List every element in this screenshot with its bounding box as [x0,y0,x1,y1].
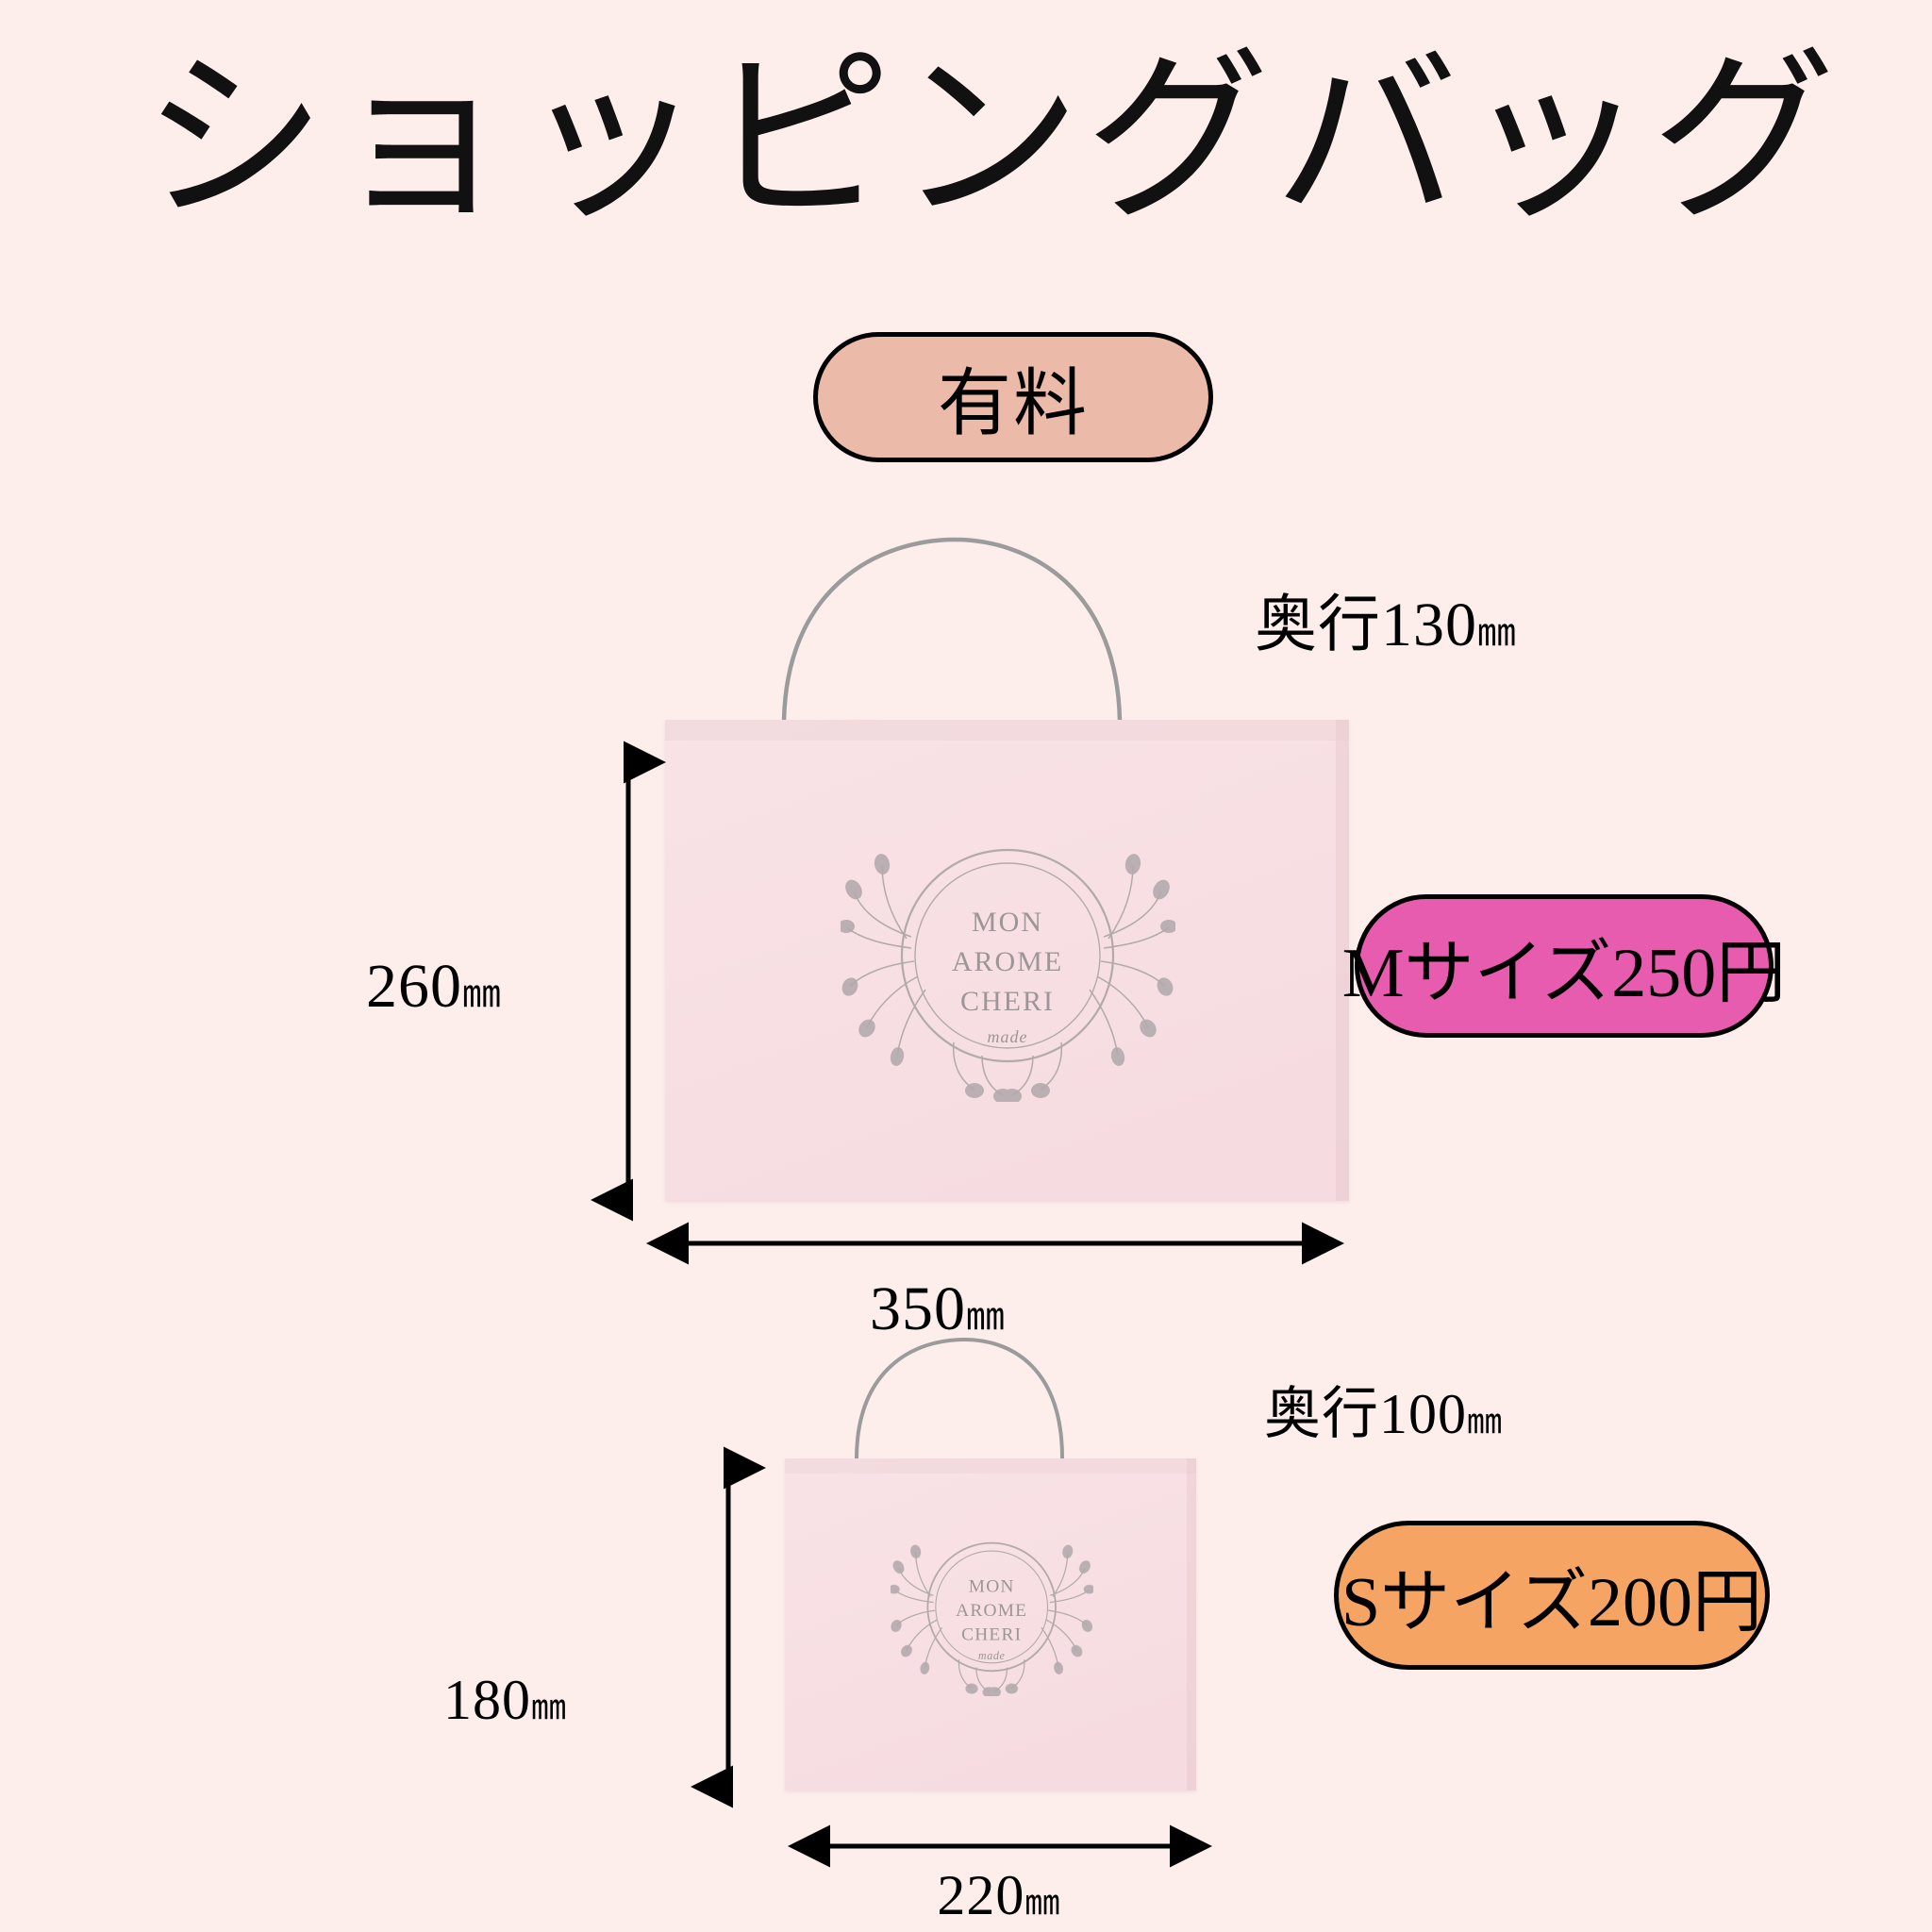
svg-text:AROME: AROME [956,1601,1027,1621]
dimension-depth-medium-unit: ㎜ [1477,611,1516,654]
bag-side-panel-small [1187,1458,1196,1790]
dimension-depth-small-unit: ㎜ [1467,1403,1502,1441]
dimension-depth-medium-value: 奥行130 [1255,591,1477,659]
dimension-label-height-small: 180㎜ [443,1668,566,1733]
svg-text:made: made [988,1027,1028,1046]
shopping-bag-small: MON AROME CHERI made [785,1458,1196,1790]
dimension-arrow-width-medium [646,1222,1344,1265]
bag-fold-small [785,1458,1196,1474]
dimension-height-small-unit: ㎜ [531,1689,566,1727]
brand-logo-medium: MON AROME CHERI made [841,848,1175,1102]
status-badge-paid: 有料 [813,332,1213,462]
shopping-bag-medium: MON AROME CHERI made [665,720,1349,1201]
svg-text:CHERI: CHERI [960,986,1055,1017]
dimension-arrow-height-medium [591,741,666,1222]
page-title: ショッピングバッグ [142,31,1840,246]
price-badge-small: Sサイズ200円 [1334,1521,1770,1670]
svg-text:CHERI: CHERI [961,1625,1022,1645]
price-badge-small-label: Sサイズ200円 [1341,1563,1762,1641]
status-badge-paid-label: 有料 [937,362,1089,444]
brand-logo-small: MON AROME CHERI made [891,1541,1093,1696]
dimension-width-small-value: 220 [937,1864,1025,1926]
dimension-arrow-height-small [691,1446,766,1808]
bag-side-panel-medium [1336,720,1349,1201]
svg-text:AROME: AROME [952,946,1063,977]
bag-handle-medium [781,537,1123,734]
dimension-height-small-value: 180 [443,1669,531,1731]
dimension-label-height-medium: 260㎜ [366,951,501,1023]
bag-fold-medium [665,720,1349,741]
bag-handle-small [854,1337,1065,1466]
dimension-width-medium-unit: ㎜ [966,1295,1005,1338]
svg-text:MON: MON [972,907,1043,938]
dimension-height-medium-unit: ㎜ [462,973,501,1015]
dimension-width-small-unit: ㎜ [1024,1884,1059,1923]
dimension-label-depth-medium: 奥行130㎜ [1255,574,1516,664]
dimension-depth-small-value: 奥行100 [1264,1383,1467,1445]
dimension-width-medium-value: 350 [870,1274,967,1343]
dimension-height-medium-value: 260 [366,952,462,1021]
price-badge-medium: Mサイズ250円 [1342,894,1786,1038]
dimension-label-width-medium: 350㎜ [870,1274,1005,1345]
svg-text:made: made [978,1649,1006,1662]
dimension-label-depth-small: 奥行100㎜ [1264,1368,1502,1450]
price-badge-medium-label: Mサイズ250円 [1341,934,1787,1012]
dimension-label-width-small: 220㎜ [937,1863,1059,1928]
svg-text:MON: MON [969,1577,1015,1597]
dimension-arrow-width-small [788,1824,1212,1868]
